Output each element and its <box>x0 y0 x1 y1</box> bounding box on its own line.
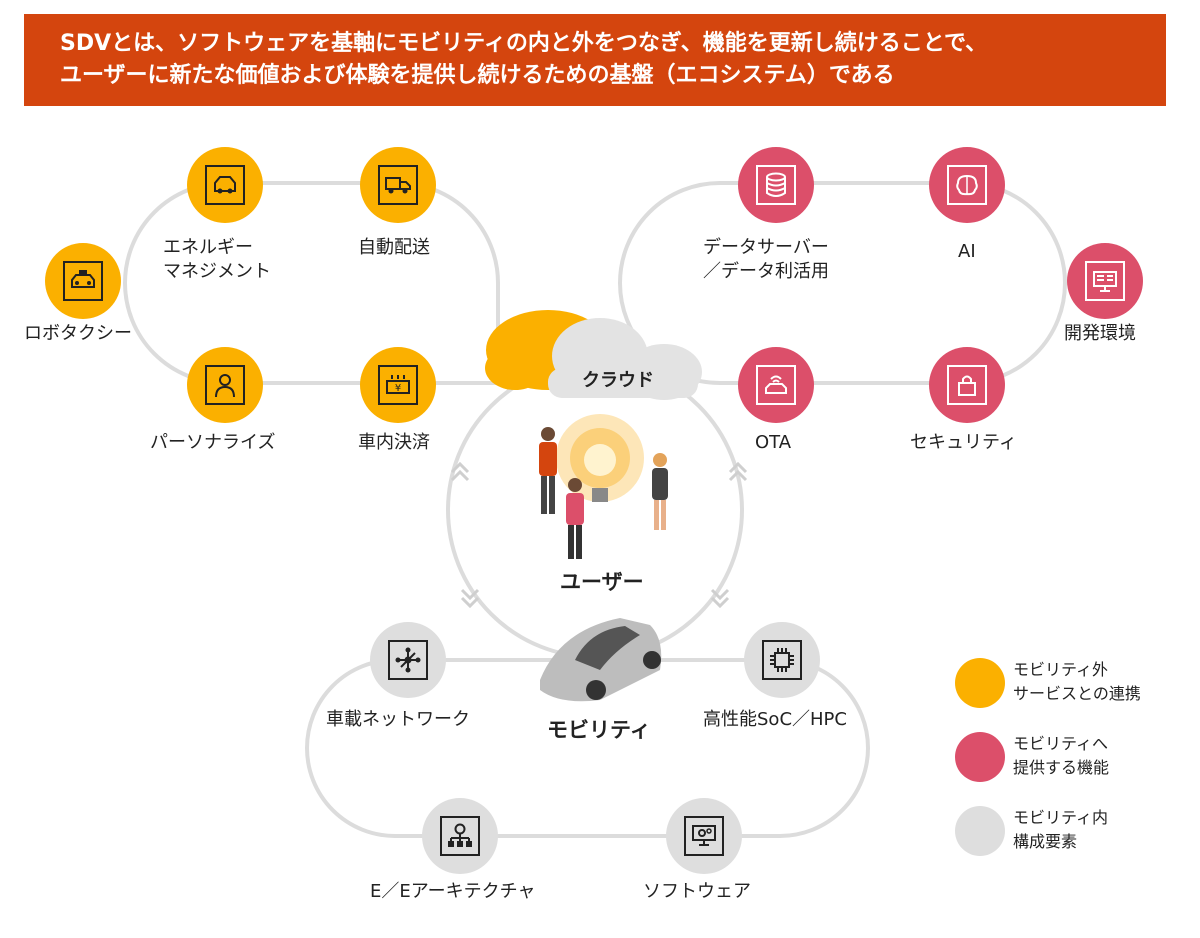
user-cycle-ring <box>446 361 744 659</box>
cloud-shape <box>485 310 702 400</box>
payment-yen-icon: ¥ <box>378 365 418 405</box>
vehicle-network-label: 車載ネットワーク <box>326 709 470 730</box>
taxi-icon <box>63 261 103 301</box>
chip-icon <box>762 640 802 680</box>
legend-dot-internal <box>955 806 1005 856</box>
wireless-car-icon <box>756 365 796 405</box>
software-label: ソフトウェア <box>643 881 751 902</box>
vehicle-network-node <box>370 622 446 698</box>
database-icon <box>756 165 796 205</box>
brain-chip-icon <box>947 165 987 205</box>
ee-architecture-label: E／Eアーキテクチャ <box>370 881 536 902</box>
robotaxi-label: ロボタクシー <box>24 323 132 344</box>
ota-label: OTA <box>755 432 792 453</box>
external-services-loop <box>123 181 500 385</box>
user-label: ユーザー <box>560 570 644 594</box>
legend-dot-provided <box>955 732 1005 782</box>
monitor-icon <box>1085 261 1125 301</box>
robotaxi-node <box>45 243 121 319</box>
user-people <box>539 427 668 559</box>
legend-dot-external <box>955 658 1005 708</box>
ecu-architecture-icon <box>440 816 480 856</box>
auto-delivery-label: 自動配送 <box>358 237 430 258</box>
in-car-payment-label: 車内決済 <box>358 432 430 453</box>
ai-label: AI <box>958 241 976 262</box>
data-server-label: データサーバー ／データ利活用 <box>703 237 829 282</box>
cycle-arrows <box>450 461 748 609</box>
security-label: セキュリティ <box>910 432 1017 453</box>
ai-node <box>929 147 1005 223</box>
security-node <box>929 347 1005 423</box>
mobility-car <box>540 618 662 702</box>
legend-label-internal: モビリティ内 構成要素 <box>1013 808 1109 851</box>
energy-management-node <box>187 147 263 223</box>
software-monitor-gear-icon <box>684 816 724 856</box>
dev-env-node <box>1067 243 1143 319</box>
header-line-1: SDVとは、ソフトウェアを基軸にモビリティの内と外をつなぎ、機能を更新し続けるこ… <box>60 31 988 56</box>
svg-text:¥: ¥ <box>395 383 401 394</box>
high-perf-soc-node <box>744 622 820 698</box>
personalize-label: パーソナライズ <box>150 432 276 453</box>
legend-label-external: モビリティ外 サービスとの連携 <box>1013 660 1141 703</box>
mobility-label: モビリティ <box>547 718 651 742</box>
auto-delivery-node <box>360 147 436 223</box>
internal-components-loop <box>305 658 870 838</box>
person-icon <box>205 365 245 405</box>
ota-node <box>738 347 814 423</box>
personalize-node <box>187 347 263 423</box>
delivery-truck-icon <box>378 165 418 205</box>
energy-management-label: エネルギー マネジメント <box>163 237 271 282</box>
high-perf-soc-label: 高性能SoC／HPC <box>703 709 847 730</box>
network-hub-icon <box>388 640 428 680</box>
plug-car-icon <box>205 165 245 205</box>
ee-architecture-node <box>422 798 498 874</box>
in-car-payment-node: ¥ <box>360 347 436 423</box>
software-node <box>666 798 742 874</box>
dev-env-label: 開発環境 <box>1064 323 1136 344</box>
legend-label-provided: モビリティへ 提供する機能 <box>1013 734 1110 777</box>
header-banner: SDVとは、ソフトウェアを基軸にモビリティの内と外をつなぎ、機能を更新し続けるこ… <box>24 14 1166 106</box>
header-line-2: ユーザーに新たな価値および体験を提供し続けるための基盤（エコシステム）である <box>60 63 895 88</box>
cloud-label: クラウド <box>582 370 654 391</box>
data-server-node <box>738 147 814 223</box>
lock-icon <box>947 365 987 405</box>
